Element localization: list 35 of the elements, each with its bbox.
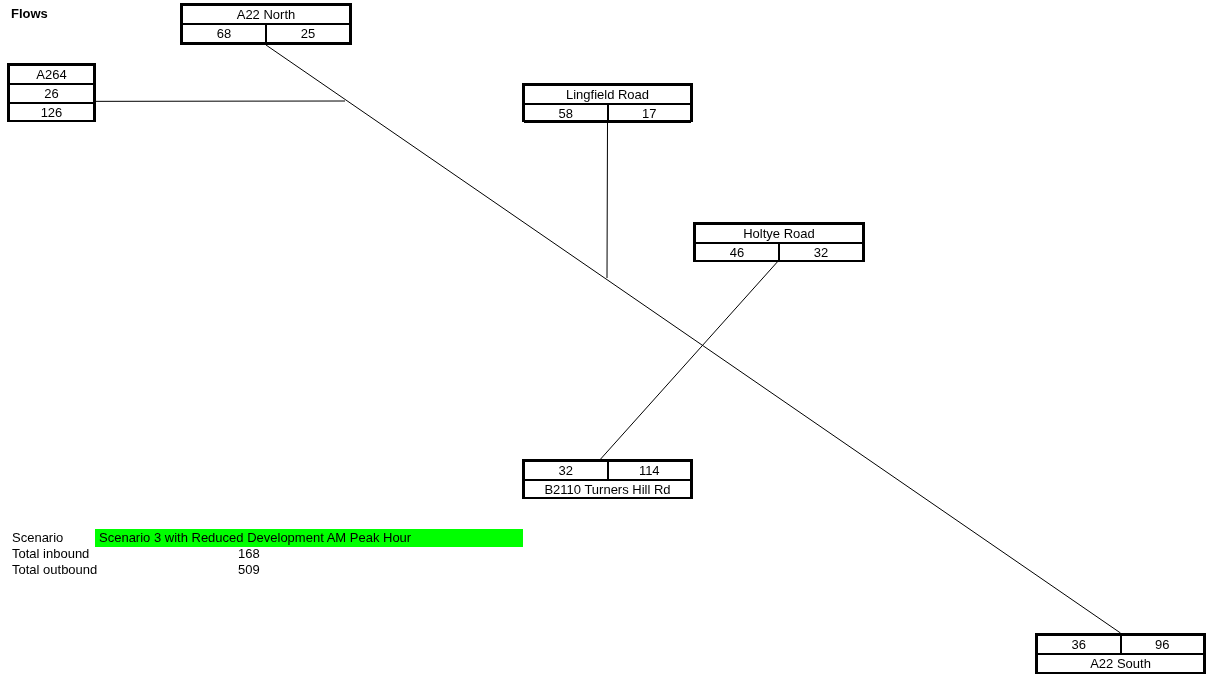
flow-table bbox=[522, 459, 693, 499]
flow-count: 26 bbox=[9, 84, 94, 103]
road-link-line bbox=[265, 44, 1121, 634]
road-name: A22 South bbox=[1037, 654, 1204, 673]
road-link-line bbox=[600, 261, 778, 460]
field-label: Scenario bbox=[12, 530, 64, 546]
flow-count: 32 bbox=[779, 243, 863, 262]
road-name: A264 bbox=[9, 65, 94, 84]
road-link-line bbox=[95, 100, 346, 102]
road-name: A22 North bbox=[182, 5, 350, 24]
flow-count: 25 bbox=[266, 24, 350, 43]
road-name: B2110 Turners Hill Rd bbox=[524, 480, 691, 499]
road-name: Lingfield Road bbox=[524, 85, 691, 104]
field-value: 168 bbox=[238, 546, 260, 562]
flow-count: 36 bbox=[1037, 635, 1121, 654]
flow-table bbox=[522, 83, 693, 122]
flow-count: 126 bbox=[9, 103, 94, 122]
flow-count: 46 bbox=[695, 243, 779, 262]
flow-count: 17 bbox=[607, 104, 691, 123]
flow-table bbox=[7, 63, 96, 122]
flow-count: 96 bbox=[1120, 635, 1204, 654]
flow-count: 58 bbox=[524, 104, 608, 123]
road-name: Holtye Road bbox=[695, 224, 863, 243]
road-link-line bbox=[606, 121, 608, 279]
flow-count: 32 bbox=[524, 461, 608, 480]
flow-table bbox=[180, 3, 352, 45]
flow-count: 114 bbox=[607, 461, 691, 480]
flow-table bbox=[693, 222, 865, 262]
flow-count: 68 bbox=[182, 24, 266, 43]
field-label: Total outbound bbox=[12, 562, 98, 578]
field-label: Total inbound bbox=[12, 546, 90, 562]
heading: Flows bbox=[11, 6, 48, 22]
field-value: 509 bbox=[238, 562, 260, 578]
scenario-value: Scenario 3 with Reduced Development AM Peak Hour bbox=[95, 529, 523, 547]
flow-table bbox=[1035, 633, 1206, 674]
